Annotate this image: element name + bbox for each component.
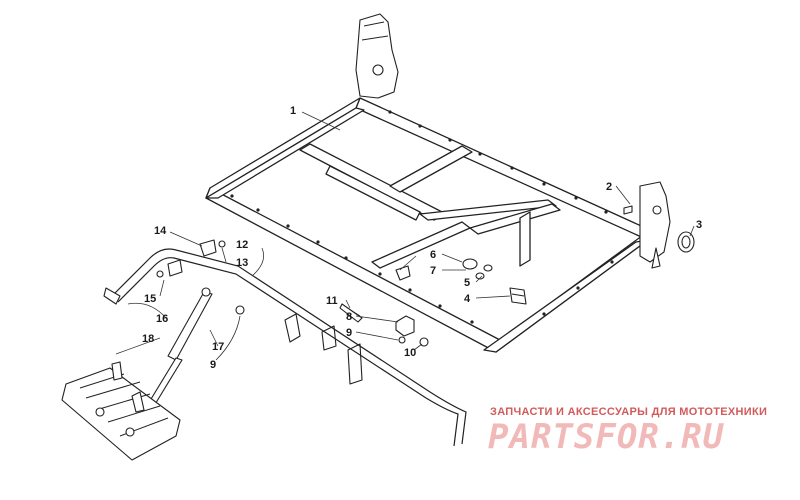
- gas-strut: [145, 287, 245, 409]
- callout-18: 18: [142, 333, 154, 345]
- leader-lines: [115, 111, 695, 361]
- callout-17: 17: [212, 341, 224, 353]
- bumper-parts: [339, 303, 429, 347]
- hardware-cluster: [395, 258, 527, 305]
- reflector: [677, 231, 695, 253]
- hitch-plate: [61, 361, 181, 461]
- callout-2: 2: [606, 181, 612, 193]
- callout-15: 15: [144, 293, 156, 305]
- callout-14: 14: [154, 225, 167, 237]
- callout-8: 8: [346, 311, 352, 323]
- frame-holes: [230, 110, 614, 324]
- callout-5: 5: [464, 277, 470, 289]
- right-bracket: [623, 181, 671, 269]
- callout-9-bottom: 9: [210, 359, 216, 371]
- callout-16: 16: [156, 313, 168, 325]
- watermark-brand: PARTSFOR.RU: [488, 417, 725, 457]
- watermark: ЗАПЧАСТИ И АКСЕССУАРЫ ДЛЯ МОТОТЕХНИКИ PA…: [488, 406, 767, 457]
- callout-12: 12: [236, 239, 248, 251]
- callout-13: 13: [236, 257, 248, 269]
- callout-9-top: 9: [346, 327, 352, 339]
- main-frame: [205, 13, 651, 385]
- callout-7: 7: [430, 265, 436, 277]
- callout-3: 3: [696, 219, 702, 231]
- watermark-tagline: ЗАПЧАСТИ И АКСЕССУАРЫ ДЛЯ МОТОТЕХНИКИ: [490, 406, 767, 418]
- grab-bar: [103, 239, 467, 447]
- callout-labels: 1 2 3 4 5 6 7 8 9 9 10 11 12 13 14 15 16…: [142, 105, 702, 371]
- callout-6: 6: [430, 249, 436, 261]
- callout-4: 4: [464, 293, 471, 305]
- callout-11: 11: [326, 295, 338, 307]
- callout-1: 1: [290, 105, 296, 117]
- callout-10: 10: [404, 347, 416, 359]
